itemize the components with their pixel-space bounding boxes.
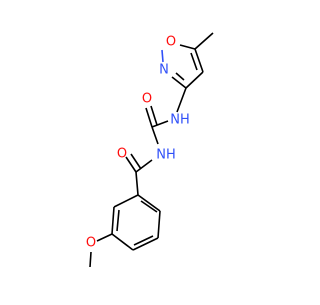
bond-urea-co-a — [145, 107, 153, 128]
bond-ring-1-2 — [137, 194, 161, 212]
bond-c5-methyl — [194, 32, 214, 50]
bond-n2-c3-inner — [175, 72, 185, 81]
atom-label-ring-nitrogen: N — [159, 63, 169, 78]
molecule-structure: O N NH O NH O O — [86, 32, 214, 268]
bond-c4-c5 — [194, 48, 204, 73]
atom-label-urea-nh: NH — [170, 113, 190, 128]
bond-ring-3-4-inner — [133, 235, 154, 246]
atom-label-ring-oxygen: O — [166, 35, 176, 50]
bond-nh-c-benzoyl — [135, 159, 153, 173]
atom-label-benzoyl-oxygen: O — [117, 147, 127, 162]
bond-nh-c-urea — [151, 120, 169, 128]
bond-ring-2-3 — [157, 210, 161, 239]
bond-ring-3-4 — [132, 237, 159, 251]
molecule-canvas: O N NH O NH O O — [86, 32, 214, 268]
bond-ring-4-5 — [111, 233, 134, 251]
bond-ring-6-1 — [113, 194, 139, 208]
bond-ring-omethyl — [96, 233, 113, 242]
bond-ring-5-6-inner — [116, 209, 120, 232]
bond-c-urea-nh — [151, 126, 159, 145]
bond-o1-n2 — [161, 49, 164, 63]
bond-o-methyl — [89, 251, 92, 268]
atom-label-methoxy-oxygen: O — [86, 236, 96, 251]
bond-co-ring — [135, 171, 139, 196]
bond-benzoyl-co-b — [130, 153, 142, 170]
atom-label-imide-nh: NH — [156, 148, 176, 163]
bond-benzoyl-co-a — [125, 156, 137, 173]
bond-urea-co-b — [150, 105, 158, 126]
atom-label-urea-oxygen: O — [142, 92, 152, 107]
bond-ring-1-2-inner — [140, 200, 158, 213]
bond-c3-c4 — [185, 71, 204, 89]
bond-c5-o1 — [179, 44, 196, 50]
bond-ring-5-6 — [111, 206, 115, 235]
bond-c3-nh — [176, 87, 187, 113]
bond-c4-c5-inner — [190, 52, 198, 71]
bond-n2-c3 — [171, 76, 187, 89]
